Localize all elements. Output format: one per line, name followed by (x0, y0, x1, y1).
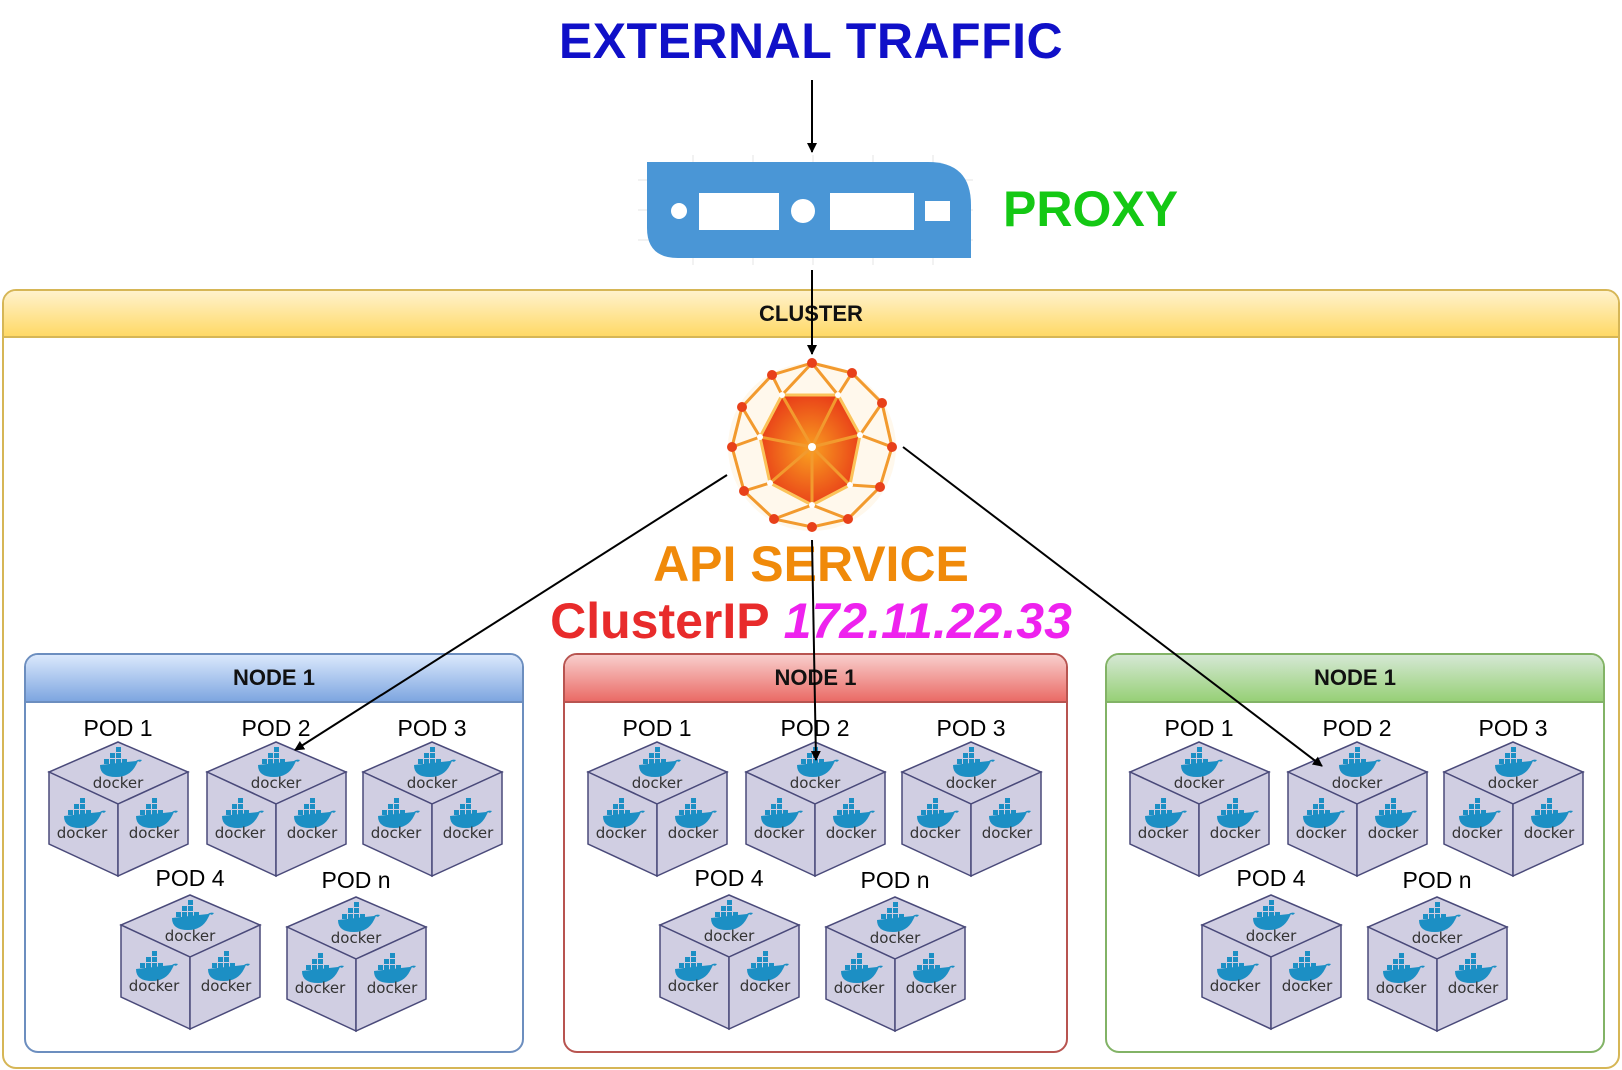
pod-docker-cube-icon: docker docker docker (743, 738, 888, 883)
svg-text:docker: docker (57, 824, 108, 842)
node-header: NODE 1 (26, 655, 522, 703)
pod-docker-cube-icon: docker docker docker (585, 738, 730, 883)
pod-label: POD 2 (241, 715, 311, 741)
svg-text:docker: docker (165, 927, 216, 945)
proxy-label: PROXY (1003, 181, 1179, 237)
pod-label: POD n (860, 867, 930, 893)
pod-docker-cube-icon: docker docker docker (657, 891, 802, 1036)
svg-text:docker: docker (1448, 979, 1499, 997)
svg-text:docker: docker (1282, 977, 1333, 995)
pod-label: POD 3 (397, 715, 467, 741)
pod-docker-cube-icon: docker docker docker (823, 893, 968, 1038)
proxy-server-icon (638, 155, 973, 265)
svg-text:docker: docker (295, 979, 346, 997)
svg-text:docker: docker (754, 824, 805, 842)
svg-text:docker: docker (632, 774, 683, 792)
pod-label: POD 1 (622, 715, 692, 741)
svg-text:docker: docker (1210, 977, 1261, 995)
node-header: NODE 1 (565, 655, 1066, 703)
svg-text:docker: docker (201, 977, 252, 995)
pod-docker-cube-icon: docker docker docker (46, 738, 191, 883)
pod-label: POD n (321, 867, 391, 893)
pod-label: POD 4 (1236, 865, 1306, 891)
cluster-ip-value: 172.11.22.33 (783, 593, 1072, 649)
pod-docker-cube-icon: docker docker docker (1127, 738, 1272, 883)
svg-text:docker: docker (1488, 774, 1539, 792)
svg-text:docker: docker (1296, 824, 1347, 842)
svg-text:docker: docker (1332, 774, 1383, 792)
svg-text:docker: docker (982, 824, 1033, 842)
svg-text:docker: docker (668, 824, 719, 842)
svg-text:docker: docker (1524, 824, 1575, 842)
svg-text:docker: docker (1412, 929, 1463, 947)
api-service-label: API SERVICE (653, 536, 969, 592)
svg-text:docker: docker (331, 929, 382, 947)
pod-docker-cube-icon: docker docker docker (899, 738, 1044, 883)
svg-text:docker: docker (287, 824, 338, 842)
api-service-polyhedron-icon (727, 358, 897, 532)
pod-docker-cube-icon: docker docker docker (1441, 738, 1586, 883)
pod-label: POD 1 (1164, 715, 1234, 741)
svg-text:docker: docker (946, 774, 997, 792)
pod-docker-cube-icon: docker docker docker (118, 891, 263, 1036)
pod-docker-cube-icon: docker docker docker (204, 738, 349, 883)
arrow-api-to-node3-pod2 (902, 446, 1323, 767)
svg-text:docker: docker (367, 979, 418, 997)
svg-text:docker: docker (129, 824, 180, 842)
svg-text:docker: docker (1174, 774, 1225, 792)
svg-text:docker: docker (704, 927, 755, 945)
pod-docker-cube-icon: docker docker docker (1199, 891, 1344, 1036)
svg-text:docker: docker (1246, 927, 1297, 945)
svg-text:docker: docker (407, 774, 458, 792)
arrow-api-to-node1-pod2 (294, 474, 728, 751)
svg-text:docker: docker (790, 774, 841, 792)
pod-label: POD n (1402, 867, 1472, 893)
svg-text:docker: docker (251, 774, 302, 792)
svg-text:docker: docker (371, 824, 422, 842)
pod-docker-cube-icon: docker docker docker (360, 738, 505, 883)
cluster-ip-label: ClusterIP (550, 593, 770, 649)
svg-text:docker: docker (740, 977, 791, 995)
node-header: NODE 1 (1107, 655, 1603, 703)
pod-docker-cube-icon: docker docker docker (1365, 893, 1510, 1038)
arrow-api-to-node2-pod2 (810, 539, 821, 761)
svg-text:docker: docker (596, 824, 647, 842)
svg-text:docker: docker (1376, 979, 1427, 997)
external-traffic-title: EXTERNAL TRAFFIC (558, 13, 1064, 69)
svg-text:docker: docker (826, 824, 877, 842)
svg-text:docker: docker (668, 977, 719, 995)
pod-label: POD 3 (1478, 715, 1548, 741)
svg-text:docker: docker (129, 977, 180, 995)
pod-label: POD 4 (694, 865, 764, 891)
svg-text:docker: docker (870, 929, 921, 947)
svg-text:docker: docker (1368, 824, 1419, 842)
svg-text:docker: docker (834, 979, 885, 997)
pod-label: POD 2 (1322, 715, 1392, 741)
svg-text:docker: docker (215, 824, 266, 842)
svg-text:docker: docker (93, 774, 144, 792)
pod-docker-cube-icon: docker docker docker (284, 893, 429, 1038)
svg-text:docker: docker (910, 824, 961, 842)
svg-text:docker: docker (906, 979, 957, 997)
svg-text:docker: docker (1138, 824, 1189, 842)
pod-label: POD 1 (83, 715, 153, 741)
svg-text:docker: docker (1452, 824, 1503, 842)
svg-text:docker: docker (443, 824, 494, 842)
pod-label: POD 4 (155, 865, 225, 891)
pod-label: POD 3 (936, 715, 1006, 741)
svg-text:docker: docker (1210, 824, 1261, 842)
